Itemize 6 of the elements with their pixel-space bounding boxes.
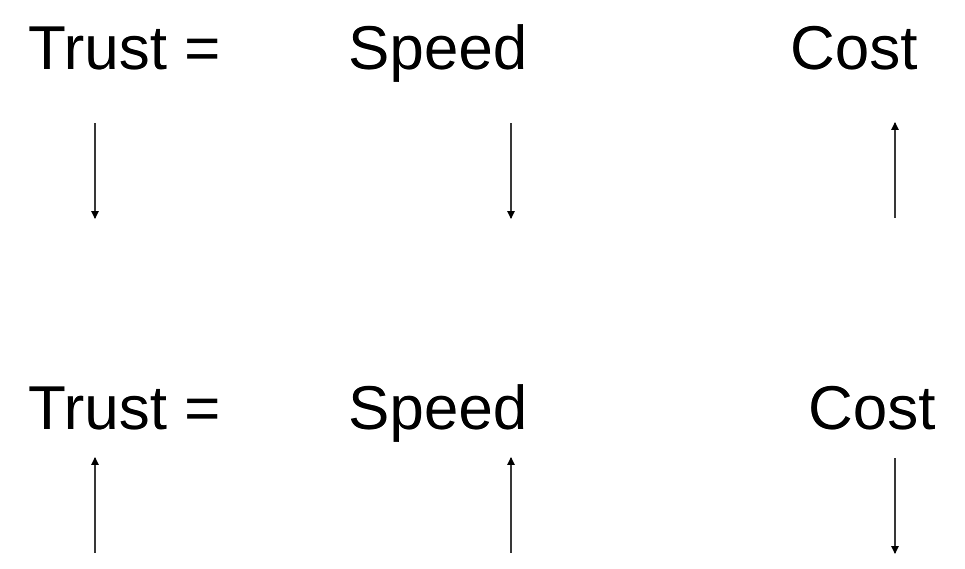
term-label: Speed	[348, 378, 528, 440]
term-label: Trust =	[28, 18, 220, 80]
term-label: Speed	[348, 18, 528, 80]
term-label: Cost	[790, 18, 918, 80]
term-label: Trust =	[28, 378, 220, 440]
term-label: Cost	[808, 378, 936, 440]
